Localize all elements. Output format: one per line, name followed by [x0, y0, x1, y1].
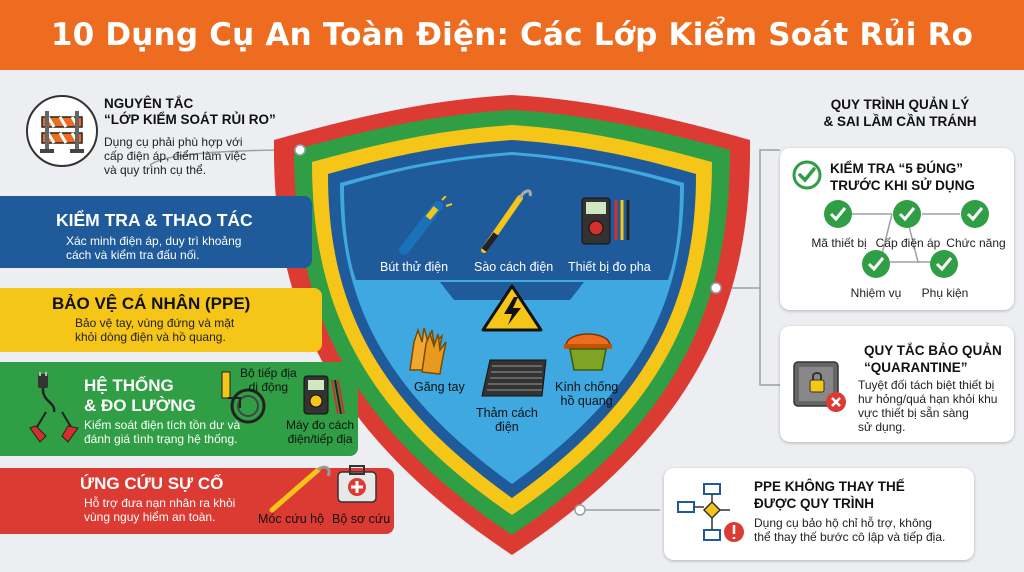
insulating-mat-icon	[481, 359, 547, 397]
label-meter-line2: điện/tiếp địa	[287, 432, 353, 446]
check-circle-icons	[824, 200, 989, 278]
label-hot-stick: Sào cách điện	[474, 260, 554, 274]
five-checks-title: KIỂM TRA “5 ĐÚNG” TRƯỚC KHI SỬ DỤNG	[830, 160, 975, 194]
ppe-rule-desc2: thể thay thế bước cô lập và tiếp địa.	[754, 530, 946, 544]
label-mat-line2: điện	[495, 420, 519, 434]
ppe-rule-desc: Dụng cụ bảo hộ chỉ hỗ trợ, không thể tha…	[754, 516, 945, 544]
quarantine-desc4: sử dụng.	[858, 420, 906, 434]
band-check-title: KIỂM TRA & THAO TÁC	[56, 210, 253, 230]
band-ppe-desc: Bảo vệ tay, vùng đứng và mặt khỏi dòng đ…	[75, 316, 325, 344]
band-check-desc1: Xác minh điện áp, duy trì khoảng	[66, 234, 242, 248]
jumper-cable-icon	[29, 372, 79, 443]
band-system-measurement: HỆ THỐNG & ĐO LƯỜNG Kiểm soát điện tích …	[0, 362, 358, 456]
right-section-title: QUY TRÌNH QUẢN LÝ & SAI LẦM CẦN TRÁNH	[800, 96, 1000, 130]
band-system-title1: HỆ THỐNG	[84, 376, 174, 395]
band-ppe-title: BẢO VỆ CÁ NHÂN (PPE)	[52, 294, 251, 313]
right-title-line1: QUY TRÌNH QUẢN LÝ	[830, 97, 970, 112]
quarantine-title-line1: QUY TẮC BẢO QUẢN	[864, 343, 1002, 358]
voltage-tester-icon	[399, 196, 453, 255]
band-emergency-desc2: vùng nguy hiểm an toàn.	[84, 510, 216, 524]
band-check-desc: Xác minh điện áp, duy trì khoảng cách và…	[66, 234, 316, 262]
principle-desc-line3: và quy trình cụ thể.	[104, 163, 207, 177]
label-mat-line1: Thảm cách	[476, 406, 538, 420]
quarantine-title: QUY TẮC BẢO QUẢN “QUARANTINE”	[864, 342, 1002, 376]
ppe-rule-title-line2: ĐƯỢC QUY TRÌNH	[754, 496, 874, 511]
band-ppe: BẢO VỆ CÁ NHÂN (PPE) Bảo vệ tay, vùng đứ…	[0, 288, 322, 352]
ppe-rule-title: PPE KHÔNG THAY THẾ ĐƯỢC QUY TRÌNH	[754, 478, 905, 512]
ppe-rule-card: PPE KHÔNG THAY THẾ ĐƯỢC QUY TRÌNH Dụng c…	[664, 468, 974, 560]
band-emergency-desc1: Hỗ trợ đưa nạn nhân ra khỏi	[84, 496, 236, 510]
barrier-icon	[40, 111, 84, 153]
band-emergency-response: ỨNG CỨU SỰ CỐ Hỗ trợ đưa nạn nhân ra khỏ…	[0, 465, 394, 534]
five-checks-flow	[824, 200, 989, 278]
right-title-line2: & SAI LẦM CẦN TRÁNH	[823, 114, 977, 129]
label-meter-line1: Máy đo cách	[286, 418, 355, 432]
five-checks-title-line1: KIỂM TRA “5 ĐÚNG”	[830, 161, 964, 176]
check-item-task: Nhiệm vụ	[850, 286, 902, 300]
phase-meter-icon	[581, 197, 630, 245]
band-ppe-desc2: khỏi dòng điện và hồ quang.	[75, 330, 226, 344]
arc-flash-face-shield-icon	[564, 333, 612, 371]
band-system-title: HỆ THỐNG & ĐO LƯỜNG	[84, 376, 196, 416]
label-first-aid: Bộ sơ cứu	[332, 512, 391, 526]
first-aid-kit-icon	[337, 465, 377, 503]
principle-title: NGUYÊN TẮC “LỚP KIỂM SOÁT RỦI RO”	[104, 96, 276, 128]
quarantine-title-line2: “QUARANTINE”	[864, 360, 968, 375]
label-insulating-mat: Thảm cách điện	[476, 406, 538, 434]
band-system-desc: Kiểm soát điện tích tồn dư và đánh giá t…	[84, 418, 264, 446]
band-system-desc2: đánh giá tình trạng hệ thống.	[84, 432, 238, 446]
label-face-shield: Kính chống hồ quang	[555, 380, 618, 408]
check-badge-icon	[792, 160, 822, 190]
label-face-line1: Kính chống	[555, 380, 619, 394]
quarantine-safe-icon	[793, 361, 846, 412]
check-item-accessories: Phụ kiện	[921, 286, 969, 300]
label-rescue-hook: Móc cứu hộ	[258, 512, 325, 526]
check-item-equipment-id: Mã thiết bị	[811, 236, 867, 250]
ppe-rule-title-line1: PPE KHÔNG THAY THẾ	[754, 479, 905, 494]
label-grounding-line2: di động	[248, 380, 289, 394]
band-emergency-title: ỨNG CỨU SỰ CỐ	[80, 474, 224, 493]
principle-desc-line1: Dụng cụ phải phù hợp với	[104, 135, 243, 149]
insulation-meter-icon	[303, 375, 345, 415]
header-bar: 10 Dụng Cụ An Toàn Điện: Các Lớp Kiểm So…	[0, 0, 1024, 70]
quarantine-desc3: vực thiết bị sẵn sàng	[858, 406, 969, 420]
label-voltage-tester: Bút thử điện	[380, 260, 449, 274]
label-gloves: Găng tay	[414, 380, 465, 394]
five-checks-title-line2: TRƯỚC KHI SỬ DỤNG	[830, 178, 975, 193]
quarantine-desc1: Tuyệt đối tách biệt thiết bị	[858, 378, 995, 392]
principle-title-line1: NGUYÊN TẮC	[104, 96, 194, 111]
band-system-desc1: Kiểm soát điện tích tồn dư và	[84, 418, 241, 432]
check-item-function: Chức năng	[946, 236, 1006, 250]
portable-grounding-icon	[221, 371, 266, 424]
principle-description: Dụng cụ phải phù hợp với cấp điện áp, đi…	[104, 135, 274, 177]
principle-desc-line2: cấp điện áp, điểm làm việc	[104, 149, 247, 163]
label-grounding-line1: Bộ tiếp địa	[240, 366, 297, 380]
band-emergency-desc: Hỗ trợ đưa nạn nhân ra khỏi vùng nguy hi…	[84, 496, 274, 524]
process-flow-icon	[677, 483, 744, 542]
quarantine-desc: Tuyệt đối tách biệt thiết bị hư hỏng/quá…	[858, 378, 997, 434]
quarantine-desc2: hư hỏng/quá hạn khỏi khu	[858, 392, 998, 406]
insulated-gloves-icon	[409, 327, 447, 375]
page-title: 10 Dụng Cụ An Toàn Điện: Các Lớp Kiểm So…	[50, 17, 974, 53]
label-phase-meter: Thiết bị đo pha	[568, 260, 651, 274]
barrier-icon-badge	[26, 95, 98, 167]
warning-triangle-icon	[481, 284, 543, 332]
check-item-voltage-level: Cấp điện áp	[875, 236, 941, 250]
principle-title-line2: “LỚP KIỂM SOÁT RỦI RO”	[104, 112, 276, 127]
ppe-rule-desc1: Dụng cụ bảo hộ chỉ hỗ trợ, không	[754, 516, 932, 530]
shield-top-dark	[344, 155, 680, 280]
label-insulation-meter: Máy đo cách điện/tiếp địa	[286, 418, 354, 446]
band-check-desc2: cách và kiểm tra đấu nối.	[66, 248, 200, 262]
band-ppe-desc1: Bảo vệ tay, vùng đứng và mặt	[75, 316, 235, 330]
quarantine-card: QUY TẮC BẢO QUẢN “QUARANTINE” Tuyệt đối …	[780, 326, 1014, 442]
band-system-title2: & ĐO LƯỜNG	[84, 396, 196, 415]
five-checks-card: KIỂM TRA “5 ĐÚNG” TRƯỚC KHI SỬ DỤNG Mã t…	[780, 148, 1014, 310]
label-face-line2: hồ quang	[560, 394, 613, 408]
label-portable-grounding: Bộ tiếp địa di động	[240, 366, 297, 394]
connector-principle	[149, 149, 301, 166]
hot-stick-icon	[481, 189, 532, 253]
rescue-hook-icon	[269, 465, 331, 513]
band-check-operate: KIỂM TRA & THAO TÁC Xác minh điện áp, du…	[0, 196, 312, 268]
